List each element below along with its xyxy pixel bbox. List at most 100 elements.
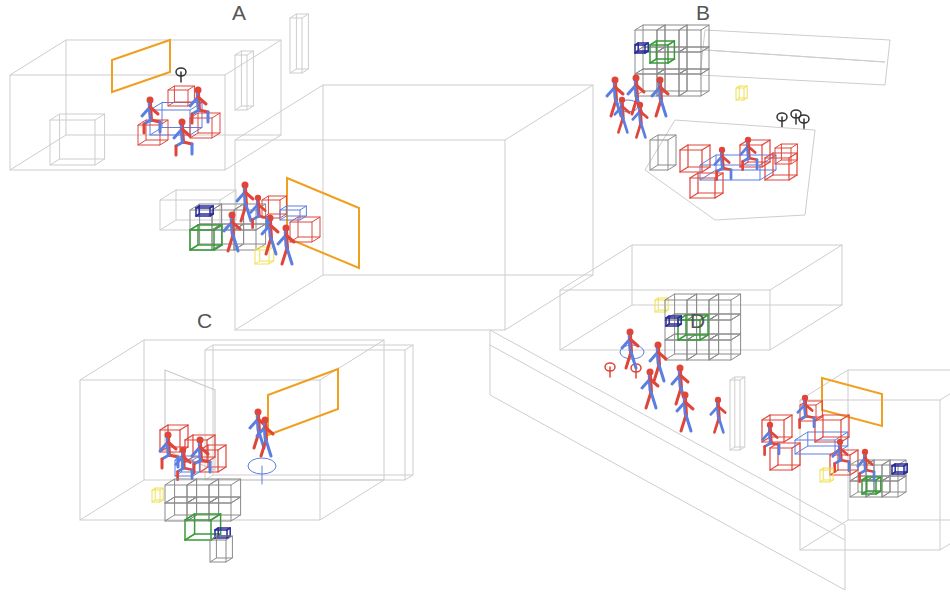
device-box xyxy=(196,214,199,216)
chair-box xyxy=(740,162,748,167)
shelf-box xyxy=(665,69,687,91)
chair-box xyxy=(781,144,797,160)
shelf-box xyxy=(175,497,197,515)
person-arm xyxy=(672,375,680,384)
chair-box xyxy=(207,435,215,440)
chair-box xyxy=(262,196,268,200)
storage-box xyxy=(876,477,881,480)
device-box xyxy=(895,464,907,472)
pillar xyxy=(241,51,253,106)
shelf-box xyxy=(731,354,741,360)
device-box xyxy=(904,472,907,474)
shelf-box xyxy=(679,69,687,74)
screen-panel xyxy=(268,369,338,435)
person-arm xyxy=(251,204,258,212)
chair-box xyxy=(146,120,168,140)
shelf-box xyxy=(231,515,241,521)
shelf-box xyxy=(679,25,687,30)
person-arm xyxy=(198,97,206,104)
storage-box xyxy=(211,534,221,540)
shelf-box xyxy=(219,479,241,497)
shelf-box xyxy=(679,91,687,96)
chair-box xyxy=(680,145,688,150)
storage-box xyxy=(876,491,881,494)
chair-box xyxy=(200,467,208,472)
chair-box xyxy=(765,175,773,180)
room-wall xyxy=(50,159,60,165)
room-wall xyxy=(80,480,144,520)
device-box xyxy=(210,214,213,216)
shelf-box xyxy=(165,479,175,485)
shelf-box xyxy=(209,497,219,503)
shelf-box xyxy=(635,25,643,30)
room-wall xyxy=(490,330,845,590)
person-leg xyxy=(798,420,801,428)
chair-box xyxy=(688,145,710,167)
person-leg xyxy=(233,235,238,251)
shelf-box xyxy=(709,314,719,320)
shelf-box xyxy=(665,25,687,47)
person-leg xyxy=(161,459,164,468)
chair-box xyxy=(841,415,849,420)
room-wall xyxy=(205,345,213,350)
lamp-symbol xyxy=(795,114,797,124)
person-arm xyxy=(650,379,658,386)
chair-box xyxy=(789,153,797,158)
person-arm xyxy=(630,339,638,346)
person-arm xyxy=(176,456,183,464)
shelf-box xyxy=(709,334,719,340)
shelf-box xyxy=(190,244,200,250)
person-arm xyxy=(278,235,286,244)
shelf-box xyxy=(226,536,232,540)
room-wall xyxy=(505,85,593,140)
lamp-symbol xyxy=(803,119,805,129)
person-arm xyxy=(660,87,668,94)
chair-box xyxy=(212,133,220,138)
storage-box xyxy=(650,59,656,63)
shelf-box xyxy=(709,294,719,300)
shelf-box xyxy=(187,497,197,503)
table-box xyxy=(193,456,199,460)
shelf-box xyxy=(679,47,687,52)
chair-box xyxy=(775,148,791,164)
person-arm xyxy=(658,352,666,359)
person-leg xyxy=(763,447,766,455)
shelf-box xyxy=(709,340,731,360)
object-box xyxy=(255,247,260,250)
chair-box xyxy=(770,415,792,437)
chair-box xyxy=(690,173,698,178)
object-box xyxy=(736,86,739,88)
person-leg xyxy=(661,100,666,116)
room-wall xyxy=(940,370,950,400)
person-arm xyxy=(192,447,200,456)
storage-box xyxy=(862,477,867,480)
shelf-box xyxy=(850,460,858,465)
chair-box xyxy=(702,167,710,172)
person-arm xyxy=(615,106,622,114)
device-box xyxy=(666,318,678,326)
shelf-box xyxy=(709,300,731,320)
chair-box xyxy=(312,217,320,222)
device-box xyxy=(666,316,669,318)
device-box xyxy=(892,472,895,474)
person-torso xyxy=(746,143,751,158)
shelf-box xyxy=(882,492,890,497)
table-box xyxy=(280,206,286,210)
chair-box xyxy=(850,470,858,475)
room-wall xyxy=(560,305,632,350)
object-box xyxy=(152,500,155,502)
shelf-box xyxy=(209,497,219,503)
room-wall xyxy=(800,520,848,550)
chair-box xyxy=(800,417,806,421)
person-arm xyxy=(270,225,278,232)
shelf-box xyxy=(165,515,175,521)
shelf-box xyxy=(882,460,890,465)
room-wall xyxy=(95,114,105,120)
chair-box xyxy=(312,237,320,242)
lamp-symbol xyxy=(781,117,783,127)
room-wall xyxy=(770,245,842,290)
shelf-box xyxy=(701,69,709,74)
person-arm xyxy=(237,192,245,201)
storage-box xyxy=(700,335,708,340)
shelf-box xyxy=(665,320,687,340)
